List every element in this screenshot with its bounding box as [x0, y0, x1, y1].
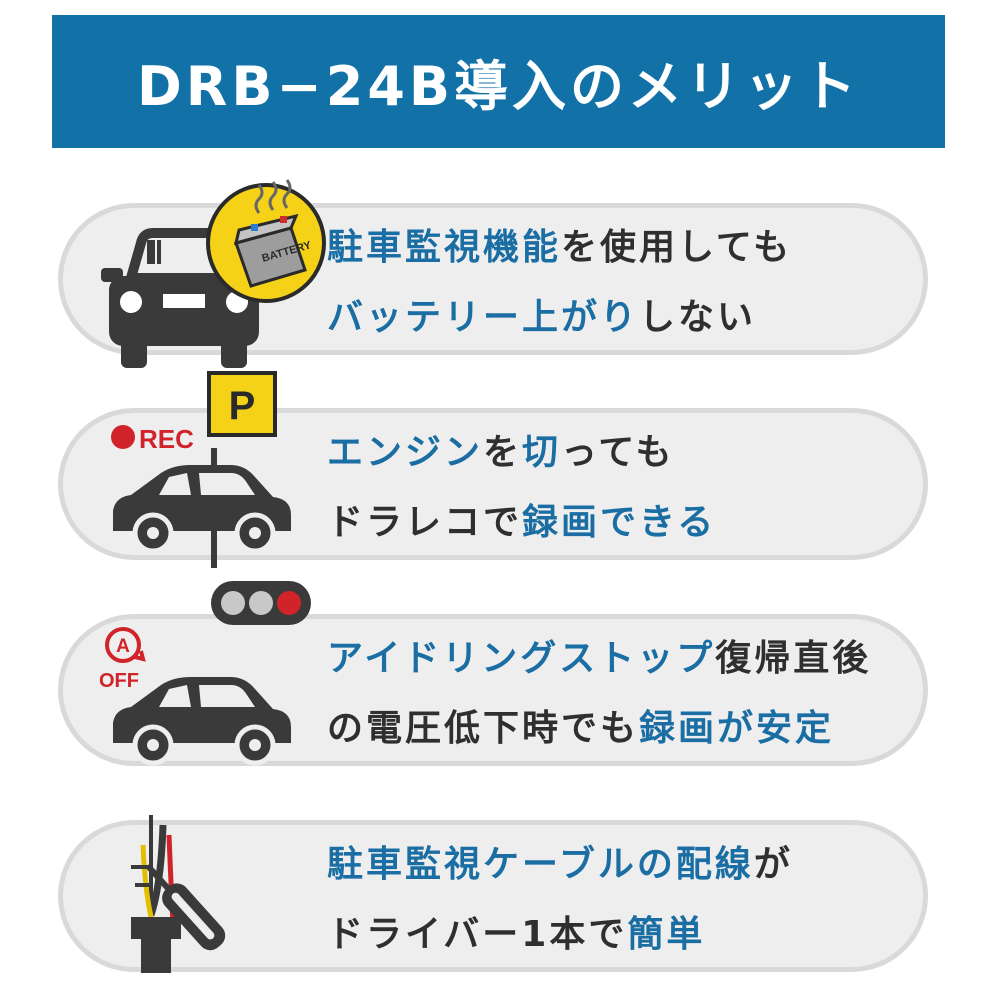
card-line-2: の電圧低下時でも録画が安定: [327, 699, 871, 751]
text-segment: 駐車監視ケーブルの配線: [327, 844, 754, 885]
text-segment: 録画できる: [522, 502, 717, 543]
text-segment: も: [635, 432, 675, 473]
idling-stop-car-icon: A OFF: [99, 581, 311, 766]
text-segment: を: [483, 432, 523, 473]
text-segment: エンジン: [327, 432, 484, 473]
card-line-1: アイドリングストップ復帰直後: [327, 629, 871, 681]
text-segment: バッテリー上がり: [327, 297, 640, 338]
benefit-card-idling-stop: A OFF アイドリングストップ復帰直後 の電圧低下時でも録画が安定: [58, 581, 928, 766]
rec-label: REC: [139, 424, 194, 454]
text-segment: ドライバー1本で: [327, 914, 628, 955]
text-segment: の電圧低下時でも: [327, 708, 640, 749]
card-text: 駐車監視ケーブルの配線が ドライバー1本で簡単: [327, 825, 793, 967]
text-segment: 録画が安定: [639, 708, 835, 749]
benefit-card-battery: BATTERY 駐車監視機能を使用しても バッテリー上がりしない: [58, 179, 928, 368]
text-segment: を使用しても: [561, 227, 793, 268]
card-text: 駐車監視機能を使用しても バッテリー上がりしない: [327, 208, 792, 350]
card-line-1: 駐車監視ケーブルの配線が: [327, 835, 793, 887]
benefit-card-parking-rec: P REC エンジンを切っても ドラレコで録画できる: [58, 371, 928, 568]
text-segment: しない: [639, 297, 757, 338]
text-segment: ドラレコで: [327, 502, 523, 543]
card-line-2: ドラレコで録画できる: [327, 493, 716, 545]
parking-car-rec-icon: P REC: [111, 371, 291, 568]
card-line-2: ドライバー1本で簡単: [327, 905, 793, 957]
text-segment: が: [753, 844, 793, 885]
text-segment: 切: [522, 432, 562, 473]
off-label: OFF: [99, 670, 139, 692]
parking-label: P: [229, 384, 256, 428]
car-battery-icon: BATTERY: [101, 179, 326, 368]
card-line-2: バッテリー上がりしない: [327, 288, 792, 340]
header-banner: DRB−24B導入のメリット: [52, 15, 945, 148]
text-segment: アイドリングストップ: [327, 638, 716, 679]
benefit-card-wiring: 駐車監視ケーブルの配線が ドライバー1本で簡単: [58, 815, 928, 973]
text-segment: 駐車監視機能: [327, 227, 562, 268]
page-title: DRB−24B導入のメリット: [136, 55, 861, 118]
card-text: エンジンを切っても ドラレコで録画できる: [327, 413, 716, 555]
text-segment: って: [561, 432, 636, 473]
card-line-1: 駐車監視機能を使用しても: [327, 218, 792, 270]
card-line-1: エンジンを切っても: [327, 423, 716, 475]
auto-label: A: [116, 636, 130, 657]
card-text: アイドリングストップ復帰直後 の電圧低下時でも録画が安定: [327, 619, 871, 761]
text-segment: 簡単: [627, 914, 706, 955]
text-segment: 復帰直後: [715, 638, 872, 679]
wiring-screwdriver-icon: [131, 815, 226, 973]
